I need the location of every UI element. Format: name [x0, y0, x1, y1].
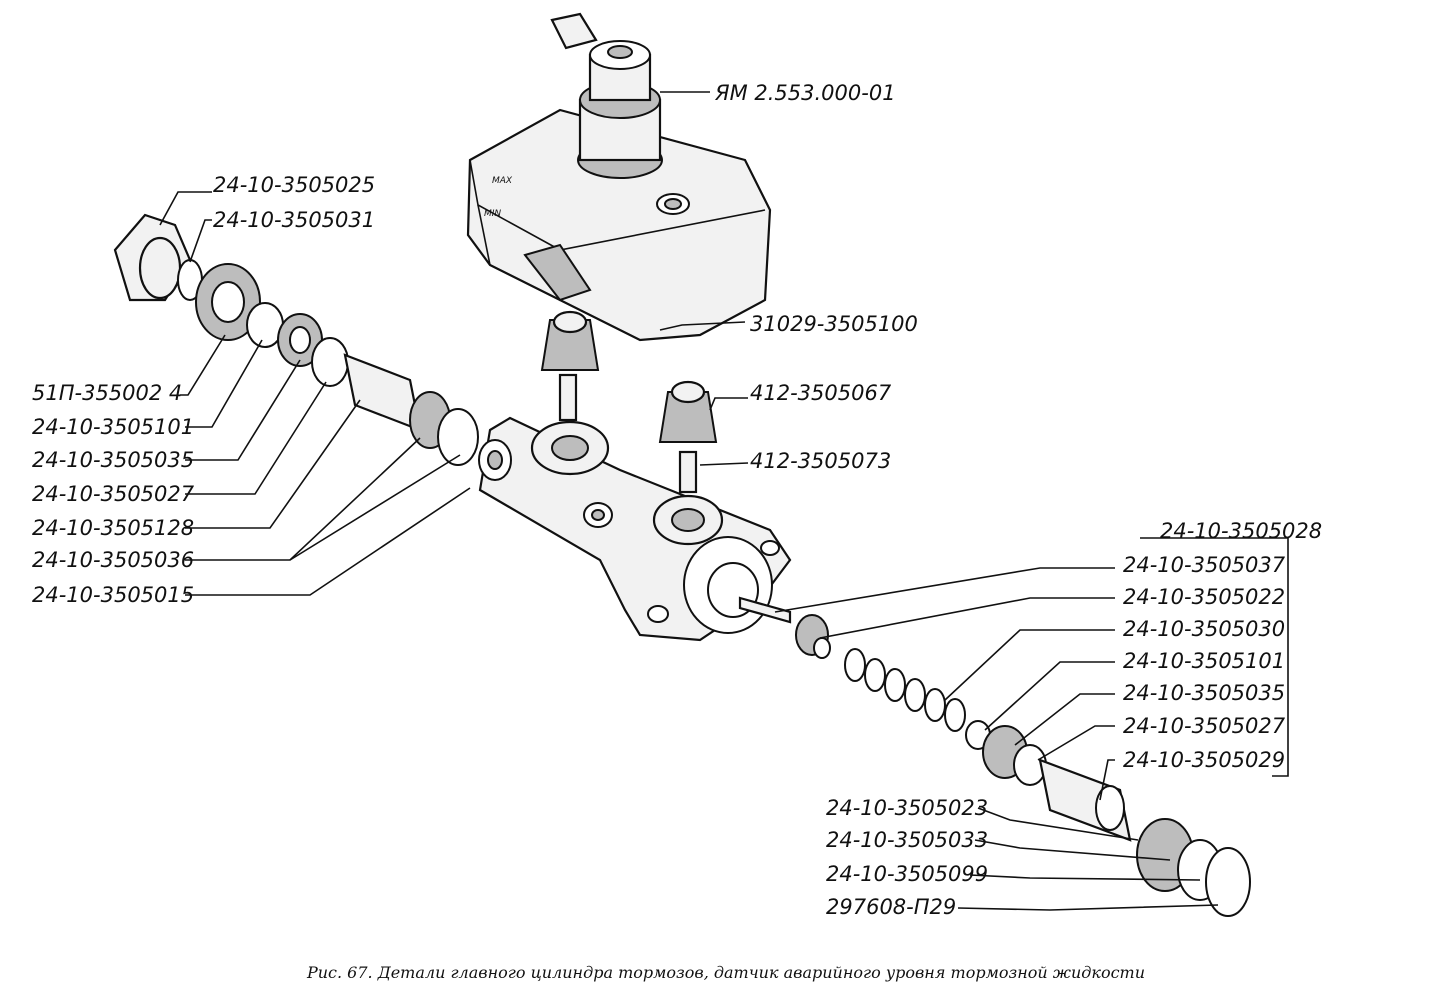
- label-bottom-3: 24-10-3505099: [826, 862, 988, 886]
- label-left-3: 24-10-3505027: [32, 482, 195, 506]
- figure-caption: Рис. 67. Детали главного цилиндра тормоз…: [306, 963, 1145, 982]
- label-left-5: 24-10-3505036: [32, 548, 194, 572]
- min-mark: MIN: [484, 209, 501, 219]
- label-cap-sensor: ЯМ 2.553.000-01: [714, 81, 896, 105]
- label-reservoir: 31029-3505100: [750, 312, 918, 336]
- label-right-7: 24-10-3505029: [1123, 748, 1285, 772]
- spring: [844, 648, 966, 732]
- label-left-1: 24-10-3505101: [32, 415, 194, 439]
- label-left-2: 24-10-3505035: [32, 448, 194, 472]
- label-right-6: 24-10-3505027: [1123, 714, 1286, 738]
- label-bottom-2: 24-10-3505033: [826, 828, 988, 852]
- bushing-left: [540, 310, 600, 422]
- label-bushing-b: 412-3505073: [750, 449, 891, 473]
- label-group: 24-10-3505028: [1160, 519, 1322, 543]
- bushing-right: [658, 380, 718, 494]
- cap-sensor: [550, 12, 663, 179]
- label-right-2: 24-10-3505022: [1123, 585, 1285, 609]
- label-bottom-4: 297608-П29: [826, 895, 956, 919]
- right-parts-stack: [738, 596, 1251, 917]
- label-right-4: 24-10-3505101: [1123, 649, 1285, 673]
- label-bottom-1: 24-10-3505023: [826, 796, 988, 820]
- label-plug-seal: 24-10-3505031: [213, 208, 375, 232]
- label-washer: 51П-355002 4: [32, 381, 182, 405]
- label-right-3: 24-10-3505030: [1123, 617, 1285, 641]
- label-plug: 24-10-3505025: [213, 173, 375, 197]
- label-right-5: 24-10-3505035: [1123, 681, 1285, 705]
- left-parts-stack: [113, 213, 479, 466]
- label-body: 24-10-3505015: [32, 583, 194, 607]
- label-left-4: 24-10-3505128: [32, 516, 194, 540]
- max-mark: MAX: [492, 176, 513, 186]
- label-bushing-a: 412-3505067: [750, 381, 892, 405]
- label-right-1: 24-10-3505037: [1123, 553, 1286, 577]
- reservoir: MAX MIN: [466, 108, 772, 342]
- leader-lines: [159, 91, 1289, 911]
